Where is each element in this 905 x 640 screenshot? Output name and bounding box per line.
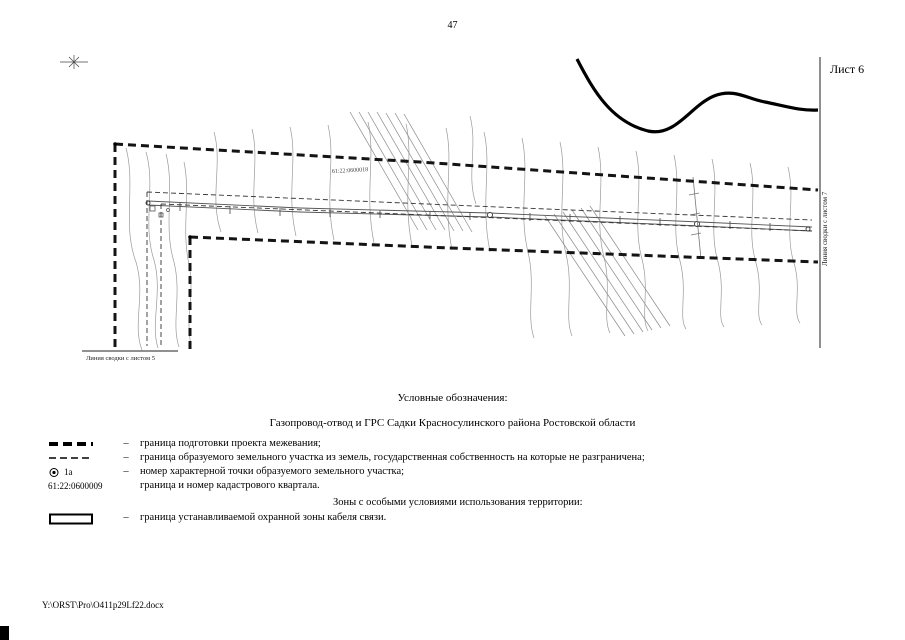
footer-file-path: Y:\ORST\Pro\O411p29Lf22.docx [42,600,164,610]
cadastral-quarter-label: 61:22:0600018 [332,167,369,175]
legend-symbol-empty [48,497,112,498]
point-marker-label: 1а [64,467,73,478]
cadastral-number-label: 61:22:0600009 [48,481,103,491]
legend-subheading-text: Зоны с особыми условиями использования т… [333,497,583,508]
legend-row-parcel-boundary: – граница образуемого земельного участка… [0,452,905,465]
legend-item-text: номер характерной точки образуемого земе… [140,466,405,477]
contour-lines [125,115,801,351]
legend-item-text: граница подготовки проекта межевания; [140,438,321,449]
legend-item-text: граница устанавливаемой охранной зоны ка… [140,512,387,523]
match-line-sheet5-label: Линия сводки с листом 5 [86,355,155,362]
sheet-label: Лист 6 [830,62,865,76]
legend-row-protection-zone: – граница устанавливаемой охранной зоны … [0,512,905,525]
page-number: 47 [447,20,458,31]
parcel-boundary-dashed [146,191,813,346]
legend-dash: – [123,466,129,477]
pipeline-route [145,200,813,232]
match-line-sheet7-label: Линия сводки с листом 7 [821,191,829,266]
project-boundary-dashed [113,142,819,349]
project-title: Газопровод-отвод и ГРС Садки Красносулин… [269,417,636,429]
legend-row-cadastral-quarter: 61:22:0600009 граница и номер кадастрово… [0,480,905,493]
legend-row-zones-subheading: Зоны с особыми условиями использования т… [0,497,905,510]
scan-corner-mark [0,626,9,640]
thick-boundary-curve [575,58,819,134]
station-symbols [149,205,170,218]
thin-dashed-line-symbol [48,452,112,463]
point-marker-symbol: 1а [48,466,112,478]
zone-rectangle-symbol [48,512,112,525]
legend-dash: – [123,452,129,463]
legend-dash: – [123,438,129,449]
cadastral-number-symbol: 61:22:0600009 [48,480,112,492]
site-plan-svg: 61:22:0600018 Линия сводки с листом 7 Ли… [60,55,829,362]
crossing-feature [688,176,702,260]
legend-dash: – [123,512,129,523]
north-arrow-icon [60,55,88,69]
legend-item-text: граница образуемого земельного участка и… [140,452,645,463]
legend-row-project-boundary: – граница подготовки проекта межевания; [0,438,905,451]
legend: Условные обозначения: Газопровод-отвод и… [0,392,905,526]
legend-row-point-number: 1а – номер характерной точки образуемого… [0,466,905,479]
bold-dashed-line-symbol [48,438,112,449]
legend-rows: – граница подготовки проекта межевания; … [0,438,905,525]
legend-item-text: граница и номер кадастрового квартала. [140,480,320,491]
boundary-corner-points [113,142,192,239]
legend-heading: Условные обозначения: [397,392,508,404]
hatch-band-2 [544,205,671,337]
